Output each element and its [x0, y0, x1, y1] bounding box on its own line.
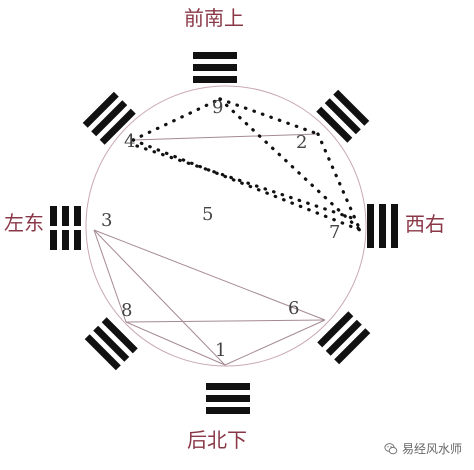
line-8-6 [125, 319, 326, 323]
palace-number-2: 2 [296, 132, 308, 153]
trigram-bar [334, 328, 371, 365]
trigram-bar [324, 98, 361, 135]
trigram-bar [206, 383, 250, 390]
trigram-bar [325, 319, 362, 356]
trigram-bar [82, 91, 119, 128]
trigram-bar [333, 89, 370, 126]
dotted-2-7 [316, 132, 362, 232]
direction-right-label: 西右 [405, 212, 445, 236]
trigram-bar [193, 76, 237, 83]
trigram-bar [367, 204, 374, 248]
trigram-bar [379, 204, 386, 248]
trigram-bar [74, 230, 81, 250]
palace-number-3: 3 [101, 210, 113, 231]
palace-number-9: 9 [212, 97, 224, 118]
trigram-bottom-right [317, 311, 371, 365]
dotted-4-9 [131, 97, 222, 142]
wechat-icon [384, 442, 398, 454]
palace-number-8: 8 [121, 300, 133, 321]
trigram-bar [62, 230, 69, 250]
trigram-top [193, 52, 237, 83]
trigram-bar [391, 204, 398, 248]
watermark-text: 易经风水师 [402, 442, 463, 456]
trigram-bar [206, 407, 250, 414]
trigram-bar [193, 52, 237, 59]
trigram-bar [93, 325, 130, 362]
watermark: 易经风水师 [384, 440, 462, 457]
palace-number-5: 5 [202, 204, 214, 225]
trigram-bar [316, 106, 353, 143]
line-4-2 [132, 133, 319, 141]
trigram-bar [84, 334, 121, 371]
line-8-1 [125, 321, 226, 366]
trigram-bar [50, 230, 57, 250]
trigram-bar [99, 108, 136, 145]
dotted-lines [131, 97, 362, 232]
line-3-8 [93, 229, 127, 323]
line-6-1 [224, 319, 326, 366]
trigram-bar [50, 206, 57, 226]
trigram-bottom [206, 383, 250, 414]
line-3-6 [93, 229, 326, 321]
thin-lines [93, 133, 326, 366]
trigram-bar [74, 206, 81, 226]
dotted-9-7 [218, 97, 362, 232]
palace-number-1: 1 [215, 340, 227, 361]
direction-top-label: 前南上 [184, 6, 244, 30]
trigram-bar [193, 64, 237, 71]
dotted-9-2 [218, 97, 320, 136]
trigram-bottom-left [84, 317, 138, 371]
trigram-bar [101, 317, 138, 354]
main-circle [85, 85, 367, 367]
palace-number-7: 7 [329, 222, 341, 243]
trigram-top-left [82, 91, 136, 145]
palace-number-6: 6 [288, 298, 300, 319]
trigram-top-right [316, 89, 370, 143]
trigram-right [367, 204, 398, 248]
trigram-bar [206, 395, 250, 402]
line-3-1 [93, 229, 226, 366]
trigram-bar [62, 206, 69, 226]
dotted-4-7 [131, 138, 362, 232]
trigram-left [50, 206, 81, 250]
direction-bottom-label: 后北下 [187, 428, 247, 452]
trigram-bar [317, 311, 354, 348]
palace-number-4: 4 [124, 131, 136, 152]
trigram-bar [91, 100, 128, 137]
dotted-4-7b [135, 144, 354, 220]
direction-left-label: 左东 [4, 211, 44, 235]
